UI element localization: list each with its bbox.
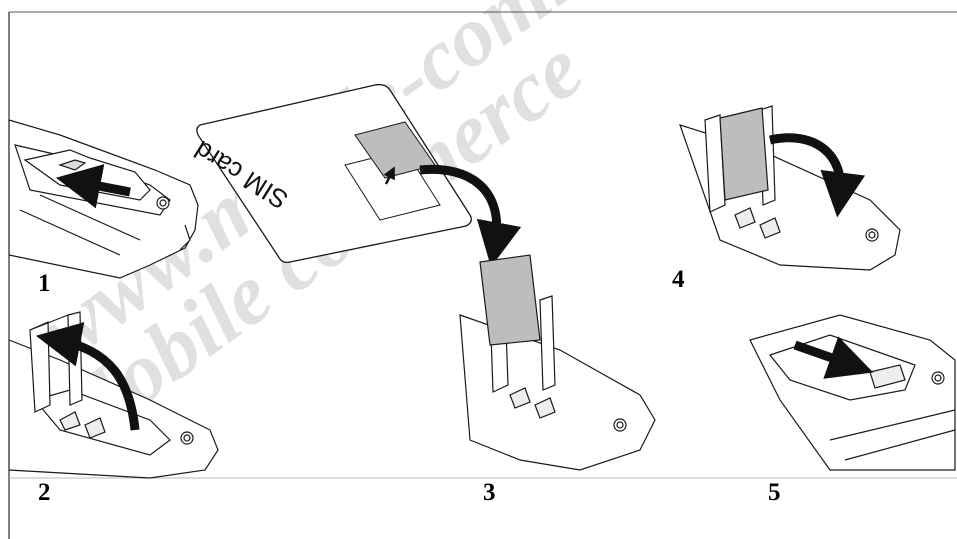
- panel-5-phone-slot: [749, 314, 956, 471]
- panel-5-arrow: [793, 336, 874, 379]
- step-number-4: 4: [672, 266, 685, 293]
- step-number-2: 2: [38, 479, 51, 506]
- step-number-5: 5: [768, 479, 781, 506]
- panel-4-arrow: [769, 133, 866, 218]
- step-number-3: 3: [483, 479, 496, 506]
- panel-1-phone-slot: [8, 119, 199, 279]
- sim-card: SIM card: [189, 83, 472, 264]
- panel-1-arrow: [55, 164, 131, 209]
- step-number-1: 1: [38, 270, 51, 297]
- panel-2-arrow: [35, 322, 140, 431]
- panel-2-holder: [8, 311, 219, 479]
- panel-3-holder: [459, 254, 656, 471]
- sim-card-arrow: [419, 164, 522, 268]
- panel-4-holder: [679, 105, 901, 271]
